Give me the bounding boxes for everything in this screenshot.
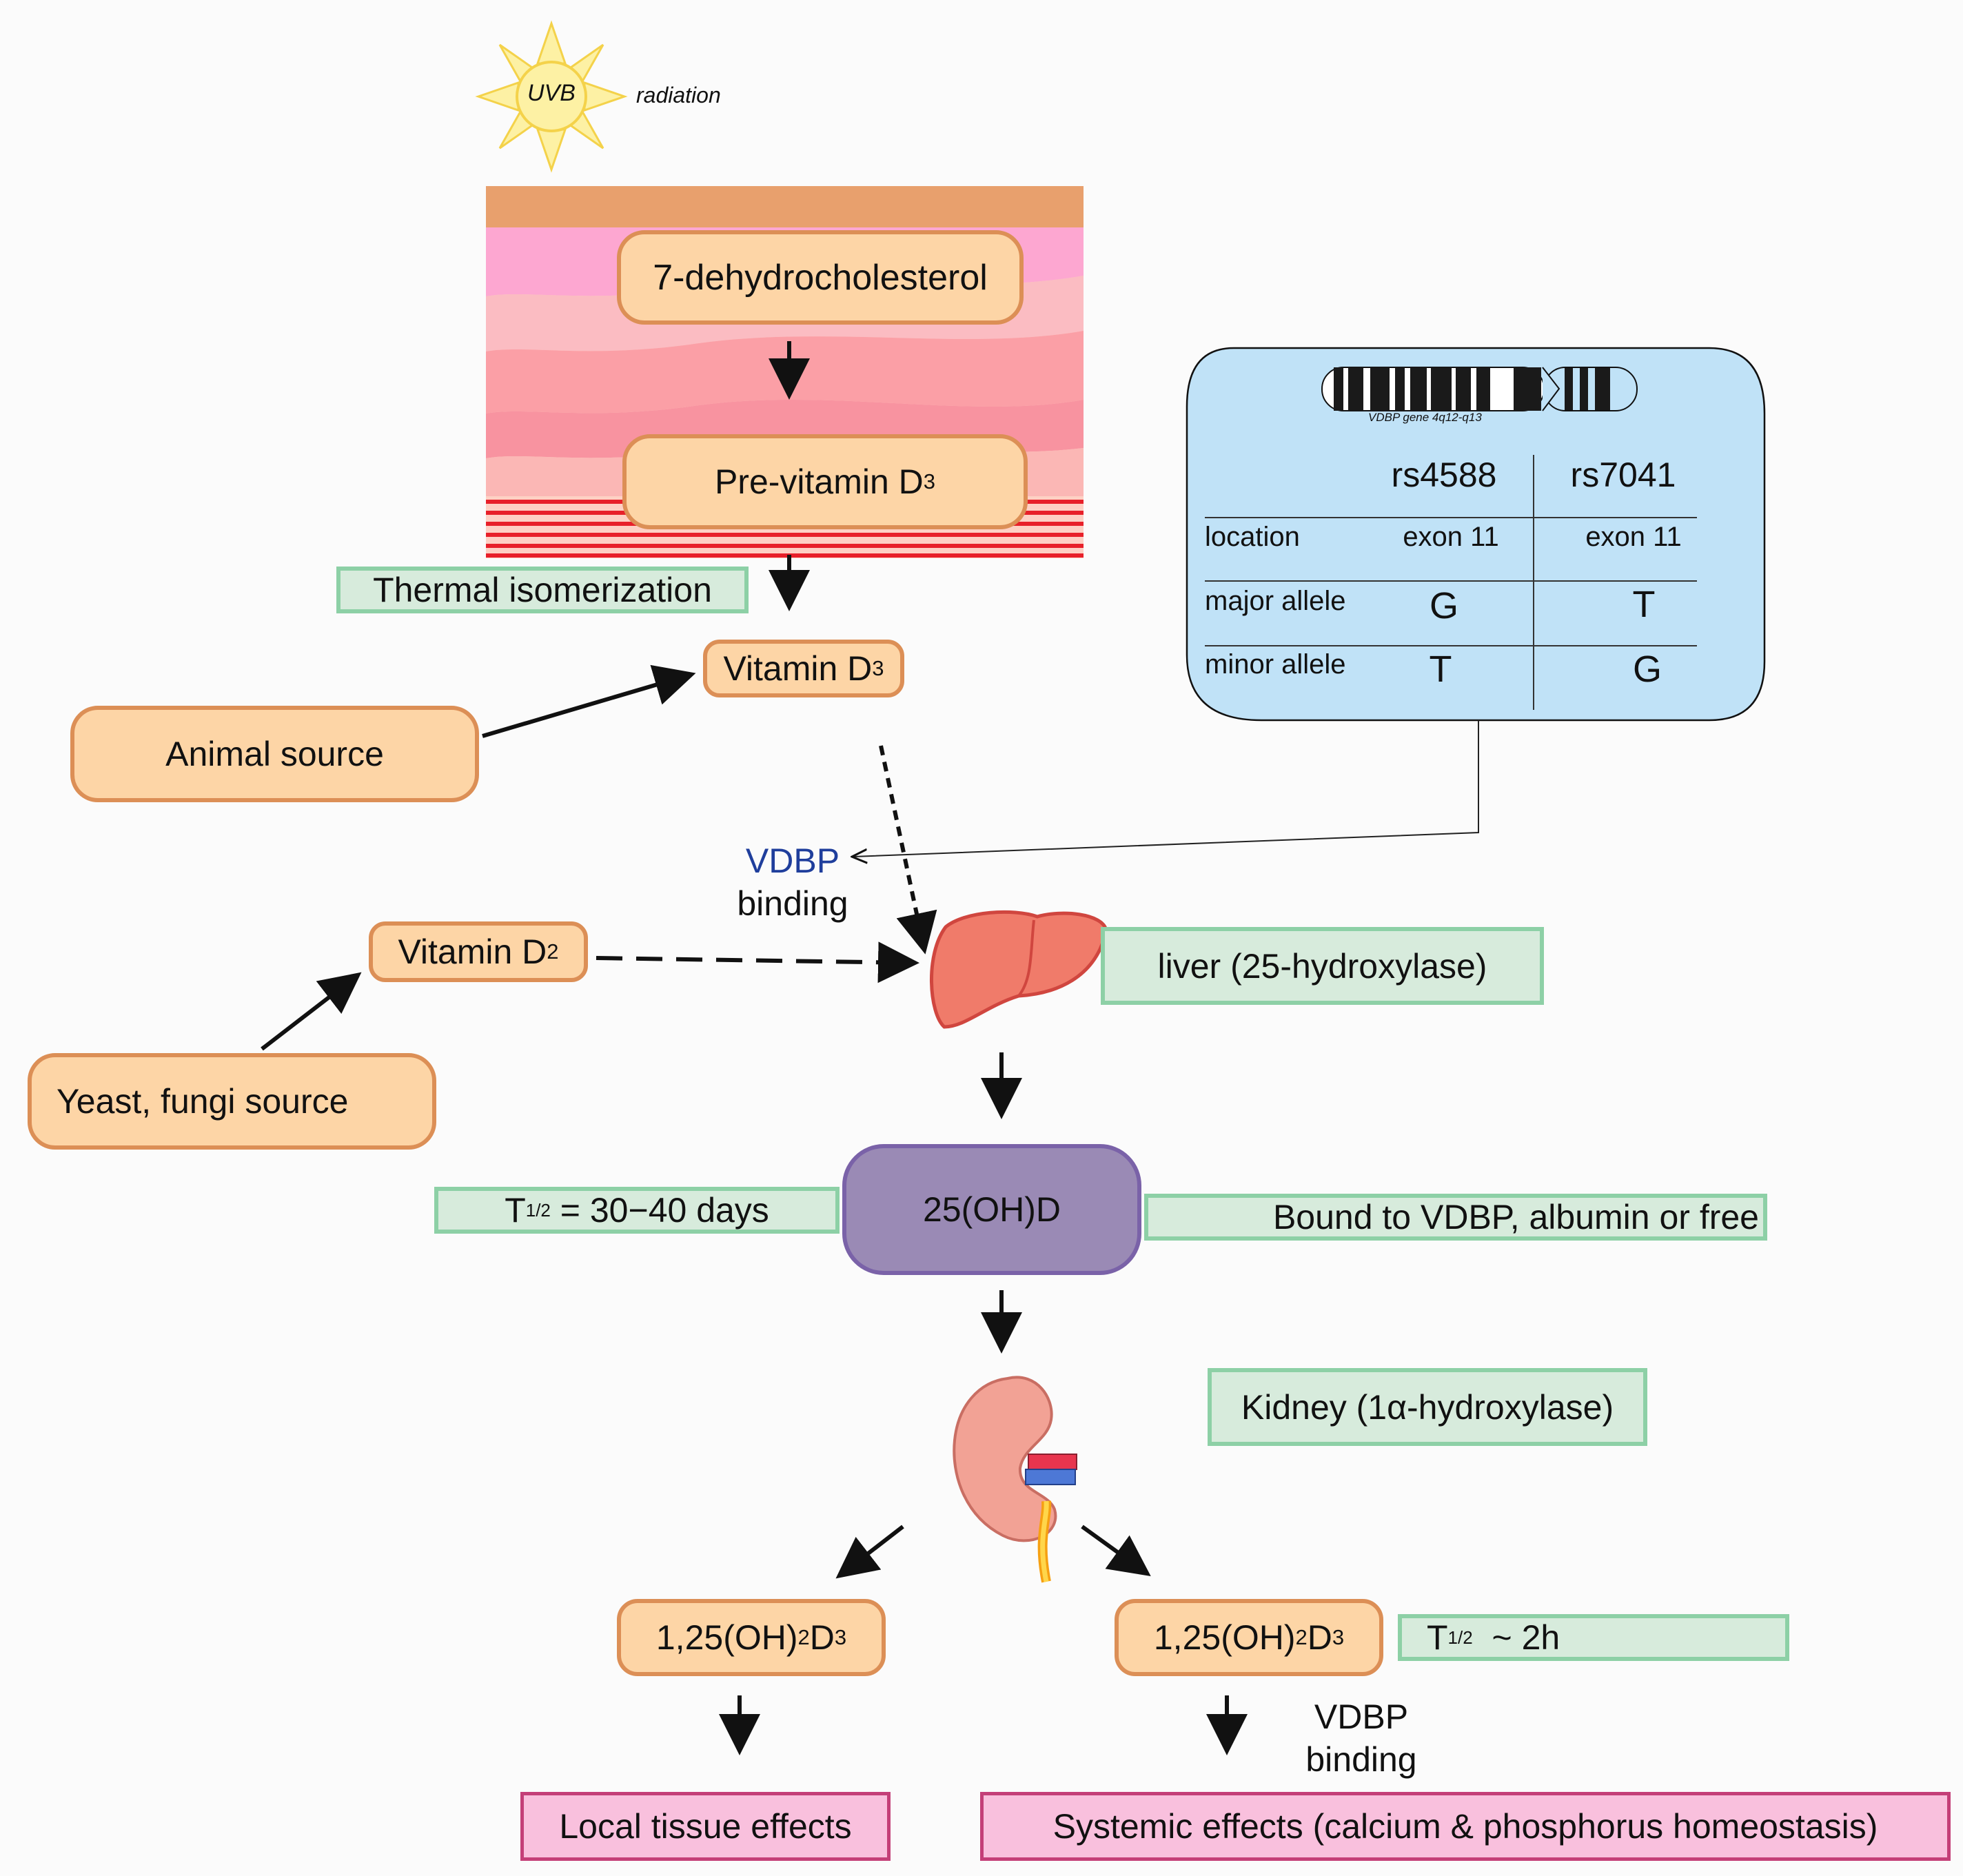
liver-icon bbox=[930, 910, 1108, 1029]
vitd2-sub: 2 bbox=[547, 939, 559, 964]
calcitriol-right-d: 3 bbox=[1332, 1625, 1345, 1649]
vitd3-sub: 3 bbox=[872, 656, 884, 680]
col-header-rs4588: rs4588 bbox=[1391, 456, 1497, 494]
half-life-25-rest: = 30−40 days bbox=[550, 1191, 769, 1230]
calcitriol-left-d: 3 bbox=[834, 1625, 847, 1649]
cell-location-rs4588: exon 11 bbox=[1403, 522, 1499, 552]
bound-label: Bound to VDBP, albumin or free bbox=[1144, 1194, 1767, 1241]
half-life-125-sub: 1/2 bbox=[1447, 1627, 1473, 1648]
node-animal-source: Animal source bbox=[70, 706, 479, 802]
vitd2-text: Vitamin D bbox=[398, 932, 547, 971]
calcitriol-left-b: 2 bbox=[797, 1625, 810, 1649]
row-label-major-allele: major allele bbox=[1205, 586, 1346, 616]
row-label-location: location bbox=[1205, 522, 1300, 552]
chromosome-caption: VDBP gene 4q12-q13 bbox=[1368, 411, 1482, 424]
sun-icon bbox=[475, 20, 628, 173]
half-life-125-rest: ~ 2h bbox=[1472, 1618, 1560, 1657]
col-header-rs7041: rs7041 bbox=[1570, 456, 1676, 494]
half-life-25-t: T bbox=[505, 1191, 526, 1230]
vdbp-top-line2: binding bbox=[737, 884, 848, 923]
calcitriol-left-a: 1,25(OH) bbox=[655, 1618, 798, 1657]
gene-to-vdbp-connector bbox=[853, 720, 1479, 857]
arrow-yeast-to-vitd2 bbox=[261, 972, 362, 1051]
half-life-25-sub: 1/2 bbox=[525, 1199, 551, 1221]
systemic-effects: Systemic effects (calcium & phosphorus h… bbox=[980, 1792, 1951, 1861]
node-7-dehydrocholesterol: 7-dehydrocholesterol bbox=[617, 230, 1024, 325]
local-tissue-effects: Local tissue effects bbox=[520, 1792, 891, 1861]
pre-vitd3-text: Pre-vitamin D bbox=[714, 462, 924, 501]
chromosome-icon bbox=[1321, 367, 1638, 411]
kidney-icon bbox=[953, 1376, 1077, 1583]
arrow-kidney-to-right bbox=[1081, 1525, 1151, 1577]
cell-major-rs7041: T bbox=[1632, 584, 1656, 625]
calcitriol-right-b: 2 bbox=[1295, 1625, 1308, 1649]
flow-arrows bbox=[261, 341, 1248, 1755]
node-yeast-fungi-source: Yeast, fungi source bbox=[28, 1053, 436, 1150]
arrow-vitd2-to-liver bbox=[596, 941, 919, 983]
vdbp-bottom-line1: VDBP bbox=[1314, 1697, 1409, 1736]
thermal-isomerization-label: Thermal isomerization bbox=[336, 567, 749, 613]
arrow-kidney-to-left bbox=[835, 1525, 904, 1579]
cell-major-rs4588: G bbox=[1429, 585, 1458, 626]
metabolite-25ohd: 25(OH)D bbox=[842, 1144, 1141, 1275]
cell-location-rs7041: exon 11 bbox=[1585, 522, 1682, 552]
cell-minor-rs7041: G bbox=[1632, 649, 1662, 690]
arrow-animal-to-vitd3 bbox=[482, 664, 696, 738]
arrow-vitd3-to-liver bbox=[879, 745, 937, 955]
kidney-label: Kidney (1α-hydroxylase) bbox=[1208, 1368, 1647, 1446]
calcitriol-right-a: 1,25(OH) bbox=[1153, 1618, 1296, 1657]
vitd3-text: Vitamin D bbox=[723, 649, 873, 688]
gene-panel bbox=[1186, 347, 1766, 722]
liver-label: liver (25-hydroxylase) bbox=[1101, 927, 1544, 1005]
row-label-minor-allele: minor allele bbox=[1205, 649, 1346, 680]
cell-minor-rs4588: T bbox=[1429, 649, 1452, 690]
calcitriol-left-c: D bbox=[809, 1618, 835, 1657]
pre-vitd3-sub: 3 bbox=[923, 469, 936, 493]
vdbp-binding-bottom: VDBP binding bbox=[1282, 1695, 1441, 1781]
uvb-label: UVB bbox=[527, 80, 576, 106]
half-life-125-t: T bbox=[1427, 1618, 1448, 1657]
vdbp-top-line1: VDBP bbox=[745, 842, 840, 880]
radiation-label: radiation bbox=[636, 83, 721, 108]
vdbp-binding-top: VDBP binding bbox=[713, 839, 872, 925]
calcitriol-right-c: D bbox=[1307, 1618, 1332, 1657]
vdbp-bottom-line2: binding bbox=[1305, 1740, 1417, 1779]
